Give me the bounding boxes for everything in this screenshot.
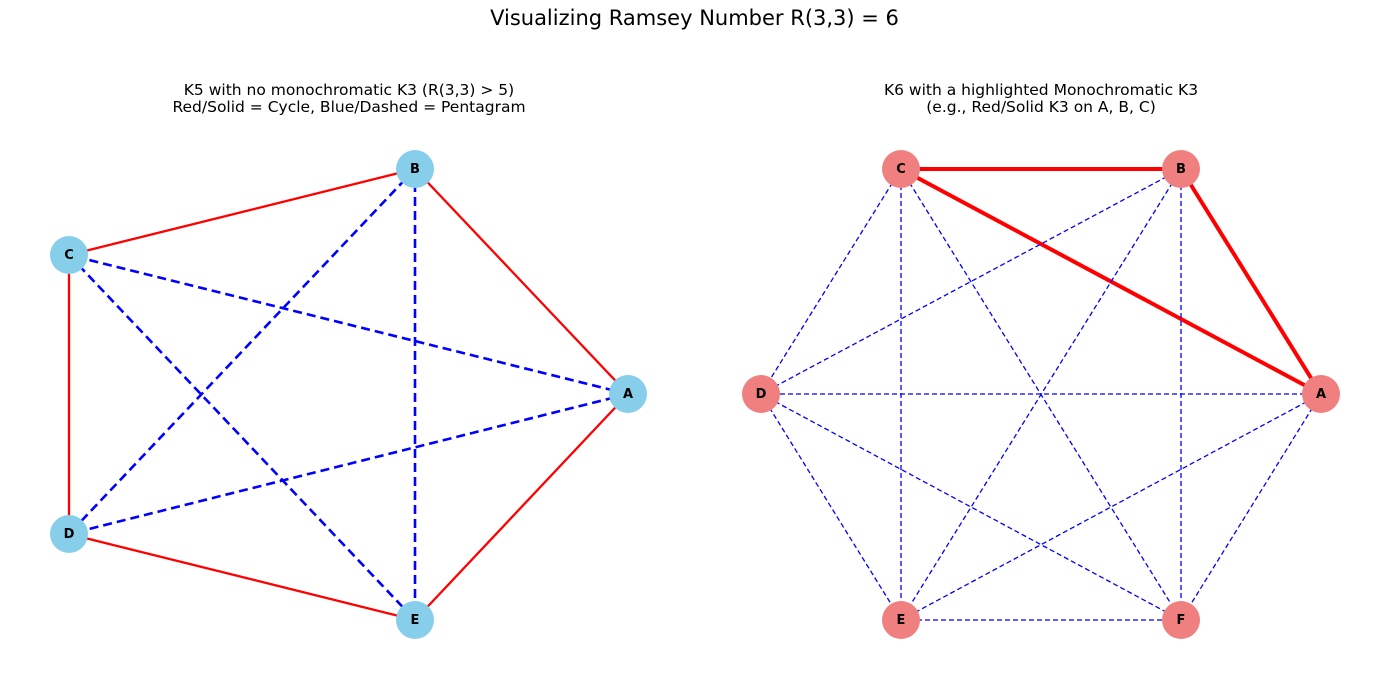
- k5-edge-a-b: [414, 168, 629, 395]
- k5-graph: A B C D E: [50, 150, 647, 639]
- k5-edge-d-e: [68, 532, 416, 622]
- k5-node-label-e: E: [411, 613, 420, 628]
- k5-node-label-c: C: [64, 248, 74, 263]
- k5-node-d: [50, 515, 88, 553]
- k5-node-e: [396, 601, 434, 639]
- k6-graph: A B C D E F: [742, 150, 1340, 639]
- k5-edge-a-d: [68, 392, 629, 536]
- k6-panel-title: K6 with a highlighted Monochromatic K3 (…: [761, 82, 1321, 116]
- k6-node-label-a: A: [1316, 387, 1326, 402]
- k6-title-line1: K6 with a highlighted Monochromatic K3: [883, 81, 1199, 99]
- k6-nodes: A B C D E F: [742, 150, 1340, 639]
- k5-edges: [67, 167, 629, 622]
- k5-panel-title: K5 with no monochromatic K3 (R(3,3) > 5)…: [69, 82, 629, 116]
- k5-node-label-d: D: [64, 527, 75, 542]
- k5-edge-a-c: [68, 253, 629, 396]
- k6-edges: [760, 167, 1323, 621]
- k6-edge-d-f: [760, 393, 1182, 621]
- k5-title-line1: K5 with no monochromatic K3 (R(3,3) > 5): [183, 81, 515, 99]
- k5-node-label-a: A: [623, 387, 633, 402]
- k6-node-e: [882, 601, 920, 639]
- k5-node-label-b: B: [410, 162, 420, 177]
- k6-node-c: [882, 150, 920, 188]
- k5-nodes: A B C D E: [50, 150, 647, 639]
- k6-edge-d-e: [760, 393, 902, 621]
- k6-node-label-e: E: [897, 613, 906, 628]
- k6-node-a: [1302, 375, 1340, 413]
- k6-node-label-f: F: [1177, 613, 1186, 628]
- k6-title-line2: (e.g., Red/Solid K3 on A, B, C): [926, 98, 1156, 116]
- k6-edge-c-f: [900, 168, 1182, 621]
- k6-node-label-d: D: [756, 387, 767, 402]
- k6-node-b: [1162, 150, 1200, 188]
- k6-edge-a-b: [1179, 167, 1323, 396]
- k5-title-line2: Red/Solid = Cycle, Blue/Dashed = Pentagr…: [172, 98, 526, 116]
- k5-edge-e-a: [414, 393, 629, 621]
- k5-edge-b-d: [68, 168, 416, 535]
- k6-edge-c-d: [760, 168, 902, 395]
- k6-edge-a-e: [900, 393, 1322, 621]
- k6-edge-a-f: [1180, 393, 1322, 621]
- k5-node-b: [396, 150, 434, 188]
- k6-node-d: [742, 375, 780, 413]
- k5-edge-c-e: [68, 254, 416, 621]
- k5-node-c: [50, 236, 88, 274]
- figure-title: Visualizing Ramsey Number R(3,3) = 6: [490, 6, 899, 30]
- k6-node-f: [1162, 601, 1200, 639]
- k6-node-label-b: B: [1176, 162, 1186, 177]
- k5-node-a: [609, 375, 647, 413]
- k6-node-label-c: C: [896, 162, 906, 177]
- k5-edge-b-c: [68, 167, 416, 257]
